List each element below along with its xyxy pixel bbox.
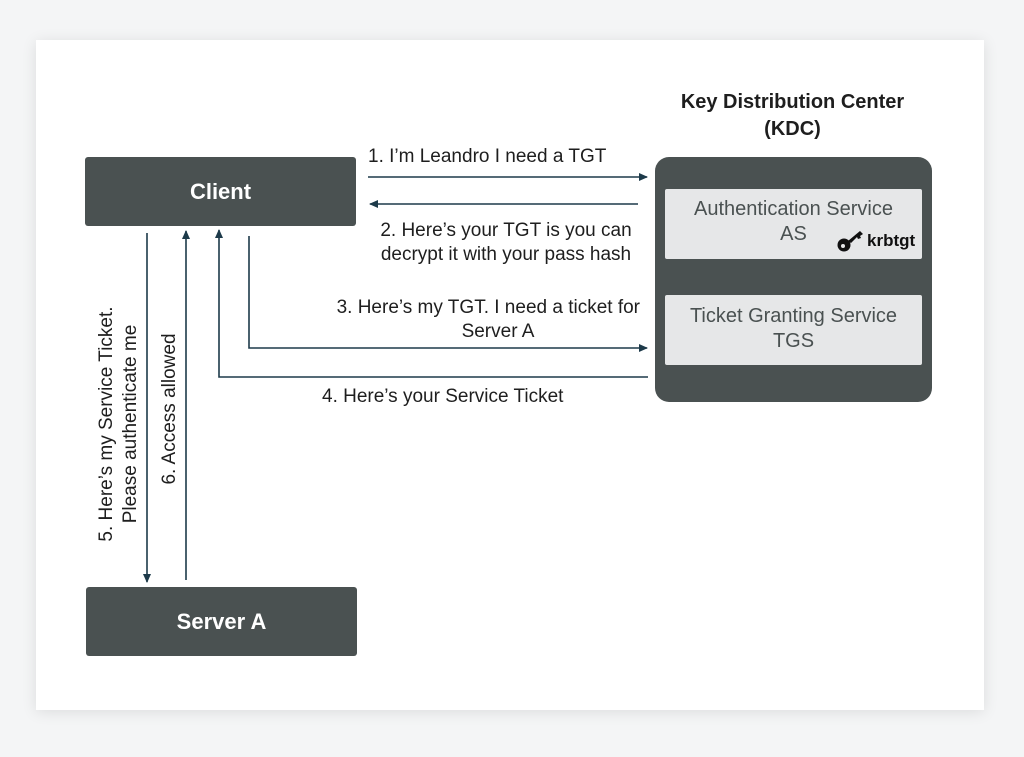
kdc-title: Key Distribution Center (KDC) [650, 89, 935, 143]
ticket-granting-service: Ticket Granting Service TGS [665, 295, 922, 365]
kdc-title-line2: (KDC) [764, 118, 821, 140]
kdc-title-line1: Key Distribution Center [680, 91, 905, 113]
arrow-step-4 [215, 229, 648, 378]
step-2-line2: decrypt it with your pass hash [380, 244, 632, 265]
step-2-label: 2. Here’s your TGT is you can decrypt it… [362, 219, 650, 267]
tgs-label-line1: Ticket Granting Service [689, 305, 898, 327]
as-label-line1: Authentication Service [693, 198, 893, 220]
step-3-label: 3. Here’s my TGT. I need a ticket for Se… [276, 296, 640, 344]
step-5-line1: 5. Here’s my Service Ticket. [96, 306, 117, 542]
client-label: Client [189, 178, 252, 204]
step-3-line2: Server A [461, 321, 535, 342]
step-5-label: 5. Here’s my Service Ticket. Please auth… [95, 284, 143, 564]
arrow-step-3 [248, 236, 648, 352]
key-icon [837, 231, 863, 252]
tgs-label-line2: TGS [772, 330, 815, 352]
client-box: Client [85, 157, 356, 226]
step-1-label: 1. I’m Leandro I need a TGT [368, 146, 607, 167]
step-4-label: 4. Here’s your Service Ticket [322, 386, 564, 407]
step-3-line1: 3. Here’s my TGT. I need a ticket for [336, 297, 640, 318]
as-label-line2: AS [780, 223, 807, 245]
krbtgt-badge: krbtgt [836, 228, 915, 254]
step-6-label: 6. Access allowed [159, 333, 180, 485]
authentication-service: Authentication Service AS [665, 189, 922, 259]
step-2-line1: 2. Here’s your TGT is you can [380, 220, 632, 241]
step-5-line2: Please authenticate me [120, 324, 141, 524]
server-a-label: Server A [176, 608, 267, 634]
server-a-box: Server A [86, 587, 357, 656]
krbtgt-label: krbtgt [867, 231, 916, 250]
